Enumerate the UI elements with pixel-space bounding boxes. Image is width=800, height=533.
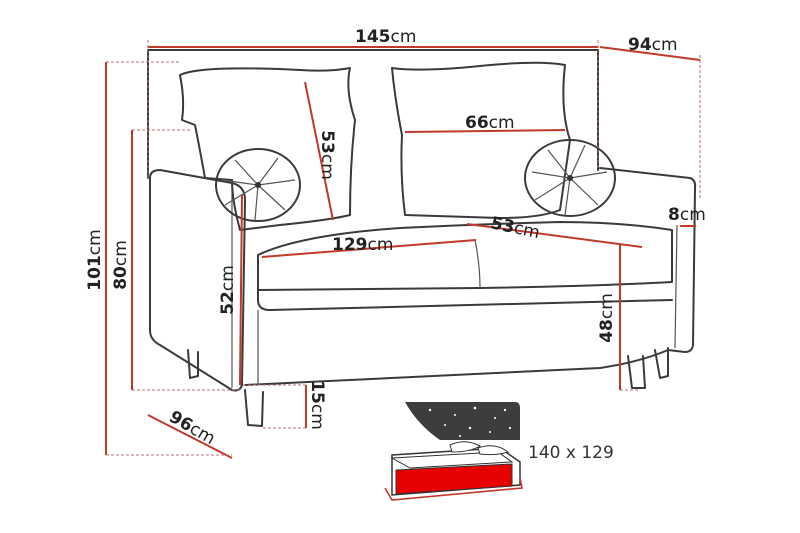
label-seat-depth: 53cm <box>489 213 542 243</box>
label-seat-height: 48cm <box>597 293 617 343</box>
label-height-total: 101cm <box>85 229 105 290</box>
label-depth: 94cm <box>628 35 678 55</box>
label-leg-height: 15cm <box>307 380 327 430</box>
dimension-lines <box>105 40 701 459</box>
label-seat-width: 129cm <box>332 235 393 255</box>
right-armrest-edge <box>674 224 678 349</box>
leg-back-left <box>187 349 199 379</box>
right-bolster-pillow <box>524 139 616 217</box>
sofa-base <box>244 289 673 386</box>
right-back-cushion <box>391 61 571 219</box>
label-width: 145cm <box>355 27 416 47</box>
sofa-drawing <box>147 49 697 427</box>
dimension-labels: 145cm 94cm 101cm 80cm 53cm 66cm 53cm 8cm… <box>85 27 706 449</box>
sofa-bed-icon <box>384 402 523 501</box>
seat-cushions <box>257 221 673 291</box>
label-cushion-height: 53cm <box>317 130 337 180</box>
label-arm-height: 52cm <box>218 265 238 315</box>
leg-front-right <box>627 355 646 389</box>
left-bolster-pillow <box>215 148 301 222</box>
leg-front-left <box>244 389 264 427</box>
right-armrest <box>599 167 697 353</box>
left-back-cushion <box>179 67 356 231</box>
left-armrest <box>149 169 246 392</box>
label-depth-bottom: 96cm <box>166 407 219 449</box>
leg-back-right <box>654 347 669 379</box>
label-height-back: 80cm <box>111 240 131 290</box>
label-armrest-width: 8cm <box>668 205 706 225</box>
label-cushion-width: 66cm <box>465 113 515 133</box>
night-stars-icon <box>405 402 520 440</box>
bed-size-label: 140 x 129 <box>528 443 614 463</box>
seat-divider <box>474 239 481 289</box>
